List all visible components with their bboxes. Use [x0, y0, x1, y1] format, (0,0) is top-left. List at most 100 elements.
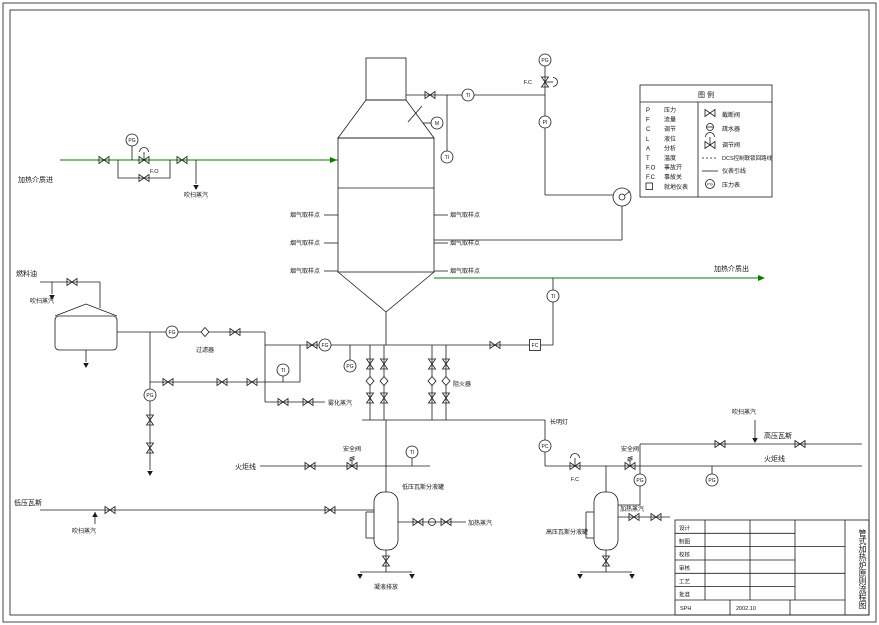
title-block: 设计 制图 校核 审核 工艺 批准 SPH 2002.10 — [674, 519, 870, 616]
lp-gas-label: 低压瓦斯 — [14, 498, 42, 507]
steam-trap-icon — [428, 518, 436, 526]
fuel-oil-label: 燃料油 — [16, 269, 37, 278]
arrow-icon — [146, 470, 154, 477]
fuel-oil-system: 燃料油 吹扫蒸汽 FG 过滤器 TI PG — [16, 269, 301, 477]
heat-medium-in-line: 加热介质进 F.O PG 吹扫蒸汽 — [18, 133, 338, 199]
sample-point-label: 烟气取样点 — [450, 239, 480, 247]
pg-bubble: PG — [143, 388, 157, 402]
valve-icon — [704, 109, 716, 117]
condensate-label: 凝液排放 — [374, 583, 398, 591]
pg-bubble: PG — [538, 53, 552, 67]
safety-valve-icon — [624, 456, 636, 470]
svg-text:TI: TI — [551, 294, 555, 300]
damper-motor-bubble: M — [430, 116, 444, 130]
svg-text:TI: TI — [410, 450, 414, 456]
local-instrument-icon — [645, 182, 653, 190]
flue-instruments: M TI TI PG F.C PI — [406, 53, 632, 241]
flare-left-label: 火炬线 — [235, 462, 256, 471]
sample-point-label: 烟气取样点 — [450, 211, 480, 219]
flame-arrestor-icon — [365, 376, 375, 386]
heat-out-label: 加热介质出 — [714, 264, 749, 273]
flame-arrestor-icon — [379, 376, 389, 386]
lp-gas-system: 低压瓦斯 吹扫蒸汽 火炬线 安全阀 TI 低压瓦斯分液罐 加热蒸汽 凝液排放 — [14, 445, 492, 591]
flow-arrow-icon — [758, 275, 765, 281]
arrow-icon — [82, 362, 90, 369]
svg-text:FG: FG — [169, 330, 176, 336]
control-valve-icon — [138, 147, 150, 164]
legend-label: 截断阀 — [722, 111, 740, 119]
damper-icon — [407, 105, 423, 123]
svg-text:M: M — [435, 121, 439, 127]
svg-text:PG: PG — [707, 182, 713, 187]
svg-text:TI: TI — [445, 155, 449, 161]
arrow-icon — [628, 573, 636, 580]
legend-label: 事故开 — [664, 164, 682, 172]
tank-roof — [54, 303, 118, 317]
furnace-hopper — [337, 271, 435, 313]
svg-text:PG: PG — [708, 478, 715, 484]
atomizing-steam-label: 雾化蒸汽 — [328, 399, 352, 407]
flame-arrestor-icon — [441, 376, 451, 386]
heating-steam-label: 加热蒸汽 — [468, 519, 492, 527]
titleblock-row-label: 批准 — [679, 591, 691, 599]
purge-steam-label: 吹扫蒸汽 — [732, 408, 756, 416]
ti-bubble: TI — [440, 150, 454, 164]
svg-text:PI: PI — [543, 120, 548, 126]
heating-steam-label: 加热蒸汽 — [620, 505, 644, 513]
fuel-oil-tank — [54, 315, 118, 351]
svg-text:PG: PG — [636, 478, 643, 484]
titleblock-date: 2002.10 — [736, 606, 756, 612]
furnace-body — [337, 137, 435, 273]
legend-code: C — [646, 127, 651, 133]
svg-text:TI: TI — [281, 368, 285, 374]
arrow-icon — [408, 573, 416, 580]
legend-code: L — [646, 137, 650, 143]
fuel-gas-manifold: FG PG FC 雾化蒸汽 — [265, 312, 553, 407]
legend-code: F — [646, 118, 650, 124]
ti-bubble: TI — [276, 363, 290, 377]
filter-label: 过滤器 — [196, 346, 214, 354]
legend-label: 疏水器 — [722, 125, 740, 133]
legend-code: P — [646, 108, 650, 114]
hp-drum-label: 高压瓦斯分液罐 — [546, 528, 588, 536]
svg-text:FG: FG — [322, 343, 329, 349]
pilot-burner-label: 长明灯 — [550, 418, 568, 426]
furnace: 烟气取样点 烟气取样点 烟气取样点 烟气取样点 烟气取样点 烟气取样点 — [290, 57, 480, 313]
ti-bubble: TI — [461, 88, 475, 102]
legend-label: 压力表 — [722, 181, 740, 189]
furnace-stack — [365, 57, 407, 101]
filter-icon — [200, 327, 210, 337]
legend: 图 例 P 压力 F 流量 C 调节 L 液位 A 分析 T 温度 F.O 事故… — [639, 84, 773, 198]
fc-box: FC — [529, 339, 541, 351]
fail-close-label: F.C — [571, 477, 579, 483]
legend-code: T — [646, 156, 650, 162]
titleblock-company: SPH — [680, 606, 691, 612]
fg-bubble: FG — [165, 325, 179, 339]
legend-label: 液位 — [664, 135, 676, 143]
legend-title: 图 例 — [698, 90, 714, 99]
arrow-icon — [356, 573, 364, 580]
legend-label: 温度 — [664, 154, 676, 162]
svg-text:PG: PG — [128, 138, 135, 144]
flame-arrestor-icon — [427, 376, 437, 386]
burner-drops: 阻火器 长明灯 PC — [362, 345, 568, 466]
lp-drum — [373, 491, 399, 551]
hp-gas-label: 高压瓦斯 — [764, 431, 792, 440]
purge-steam-label: 吹扫蒸汽 — [30, 297, 54, 305]
legend-label: 调节 — [664, 125, 676, 133]
fail-close-label: F.C — [524, 80, 532, 86]
ti-bubble: TI — [546, 289, 560, 303]
svg-text:PG: PG — [146, 393, 153, 399]
furnace-transition — [337, 99, 435, 139]
titleblock-row-label: 设计 — [679, 524, 691, 532]
titleblock-row-label: 工艺 — [679, 578, 691, 585]
legend-label: 分析 — [664, 144, 676, 152]
lp-drum-label: 低压瓦斯分液罐 — [402, 483, 444, 491]
arrow-icon — [192, 184, 200, 191]
svg-text:PG: PG — [346, 364, 353, 370]
pi-bubble: PI — [538, 115, 552, 129]
titleblock-row-label: 制图 — [679, 537, 691, 545]
